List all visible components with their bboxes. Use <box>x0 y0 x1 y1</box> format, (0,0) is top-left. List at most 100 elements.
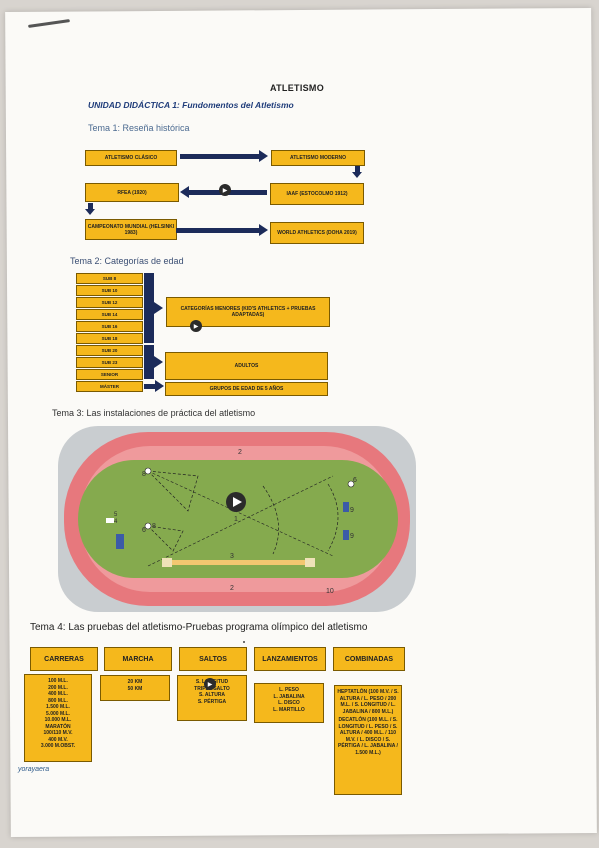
unit-heading: UNIDAD DIDÁCTICA 1: Fundomentos del Atle… <box>88 100 294 110</box>
item-marcha: 50 KM <box>127 685 143 692</box>
throw-circle-3 <box>347 480 355 488</box>
label-8b: 8 <box>152 523 156 530</box>
col-body-combinadas: HEPTATLÓN (100 M.V. / S. ALTURA / L. PES… <box>334 685 402 795</box>
item-lanzamientos: L. MARTILLO <box>273 706 305 713</box>
arrow-down-stem-2 <box>88 203 93 209</box>
field-right-curve <box>342 460 398 578</box>
item-carreras: 100/110 M.V. <box>43 730 73 736</box>
age-sub16: SUB 16 <box>76 321 143 332</box>
bracket-adultos <box>144 345 154 379</box>
age-senior: SENIOR <box>76 369 143 380</box>
item-saltos: S. ALTURA <box>198 692 226 698</box>
arrow-head-left <box>180 186 189 198</box>
col-head-saltos: SALTOS <box>179 647 247 671</box>
arrow-menores <box>154 302 163 314</box>
item-lanzamientos: L. DISCO <box>278 700 300 706</box>
page-title: ATLETISMO <box>270 83 325 93</box>
item-carreras: 800 M.L. <box>48 697 68 704</box>
age-sub20: SUB 20 <box>76 345 143 356</box>
play-icon-glyph <box>233 497 242 507</box>
label-1: 1 <box>234 516 238 523</box>
item-lanzamientos: L. PESO <box>279 687 299 693</box>
label-6: 6 <box>353 477 357 484</box>
throw-line <box>147 470 334 557</box>
box-atletismo-clasico: ATLETISMO CLÁSICO <box>85 150 177 166</box>
col-head-combinadas: COMBINADAS <box>333 647 405 671</box>
lane-marker <box>106 518 114 523</box>
age-sub18: SUB 18 <box>76 333 143 344</box>
play-icon[interactable]: ▶ <box>219 184 231 196</box>
throw-sector-1 <box>147 470 199 512</box>
arrow-grupos <box>155 380 164 392</box>
arrow-head-down-2 <box>85 209 95 215</box>
item-carreras: 400 M.V. <box>48 736 68 743</box>
arrow-head-right <box>259 150 268 162</box>
throw-line-2 <box>147 475 334 567</box>
label-5: 5 <box>114 512 118 518</box>
throw-circle-2 <box>144 522 152 530</box>
tema3-heading: Tema 3: Las instalaciones de práctica de… <box>52 408 256 418</box>
tema2-heading: Tema 2: Categorías de edad <box>70 256 184 266</box>
throw-circle-1 <box>144 467 152 475</box>
age-sub14: SUB 14 <box>76 309 143 320</box>
box-atletismo-moderno: ATLETISMO MODERNO <box>271 150 365 166</box>
label-10: 10 <box>326 588 334 595</box>
label-3: 3 <box>230 553 234 560</box>
arrow-down-stem <box>355 166 360 172</box>
item-carreras: 200 M.L. <box>48 684 68 691</box>
age-master: MÁSTER <box>76 381 143 392</box>
item-carreras: MARATÓN <box>45 723 71 730</box>
stadium-diagram: 2 8 6 5 4 1 9 9 3 2 10 6 8 <box>58 426 416 612</box>
age-sub23: SUB 23 <box>76 357 143 368</box>
item-lanzamientos: L. JABALINA <box>273 693 305 700</box>
play-icon-2[interactable]: ▶ <box>190 320 202 332</box>
item-decatlon: DECATLÓN (100 M.L. / S. LONGITUD / L. PE… <box>338 717 398 756</box>
col-head-carreras: CARRERAS <box>30 647 98 671</box>
label-9b: 9 <box>350 533 354 540</box>
bracket-menores <box>144 273 154 343</box>
age-sub12: SUB 12 <box>76 297 143 308</box>
item-marcha: 20 KM <box>127 679 143 685</box>
play-icon-3[interactable]: ▶ <box>204 678 216 690</box>
label-9a: 9 <box>350 507 354 514</box>
water-jump <box>116 534 124 549</box>
col-body-lanzamientos: L. PESO L. JABALINA L. DISCO L. MARTILLO <box>254 683 324 723</box>
item-heptatlon: HEPTATLÓN (100 M.V. / S. ALTURA / L. PES… <box>337 689 399 715</box>
arrow-head-right-2 <box>259 224 268 236</box>
age-sub10: SUB 10 <box>76 285 143 296</box>
throw-sector-2 <box>147 525 184 552</box>
arrow-head-down <box>352 172 362 178</box>
label-2-bottom: 2 <box>230 585 234 592</box>
tema4-heading: Tema 4: Las pruebas del atletismo-Prueba… <box>30 622 368 633</box>
throw-arc-2 <box>262 485 279 555</box>
label-4: 4 <box>114 519 118 525</box>
label-8: 8 <box>142 471 146 478</box>
item-saltos: S. PÉRTIGA <box>197 698 227 705</box>
dot-mark <box>243 641 245 643</box>
label-6b: 6 <box>142 527 146 534</box>
arrow-adultos <box>154 356 163 368</box>
sand-pit-left <box>162 558 172 567</box>
pole-vault-mat <box>343 530 349 540</box>
box-campeonato-mundial: CAMPEONATO MUNDIAL (HELSINKI 1983) <box>85 219 177 240</box>
tema1-heading: Tema 1: Reseña histórica <box>88 123 190 133</box>
watermark: yorayaera <box>18 766 50 773</box>
item-carreras: 10.000 M.L. <box>44 717 72 723</box>
item-carreras: 5.000 M.L. <box>46 710 70 717</box>
jump-pit-runway <box>168 560 308 565</box>
box-grupos-edad: GRUPOS DE EDAD DE 5 AÑOS <box>165 382 328 396</box>
col-body-carreras: 100 M.L. 200 M.L. 400 M.L. 800 M.L. 1.50… <box>24 674 92 762</box>
throw-arc <box>327 483 339 552</box>
item-carreras: 1.500 M.L. <box>46 704 70 710</box>
high-jump-mat <box>343 502 349 512</box>
arrow-grupos-stem <box>144 384 156 389</box>
sand-pit-right <box>305 558 315 567</box>
box-adultos: ADULTOS <box>165 352 328 380</box>
item-carreras: 100 M.L. <box>48 678 68 684</box>
age-sub8: SUB 8 <box>76 273 143 284</box>
col-body-marcha: 20 KM 50 KM <box>100 675 170 701</box>
item-carreras: 400 M.L. <box>48 691 68 697</box>
item-carreras: 3.000 M.OBST. <box>40 743 76 749</box>
label-2-top: 2 <box>238 449 242 456</box>
box-rfea: RFEA (1920) <box>85 183 179 202</box>
